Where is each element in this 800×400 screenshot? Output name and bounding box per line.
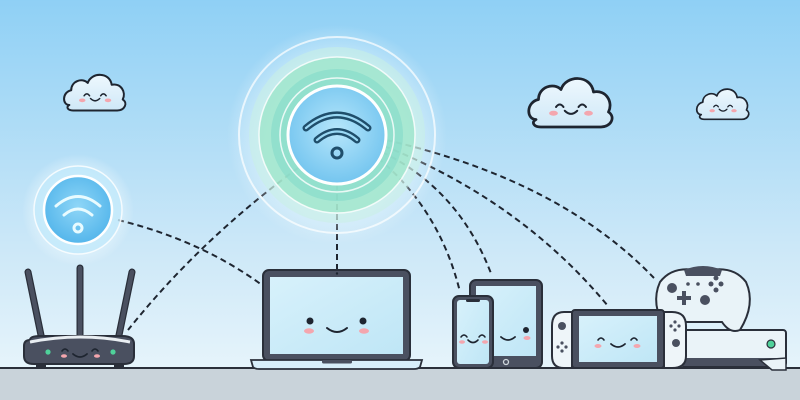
- wifi-icon: [54, 195, 102, 234]
- handheld-console: [551, 309, 687, 369]
- game-console: [679, 329, 787, 371]
- main-hotspot: [227, 25, 447, 245]
- floor: [0, 368, 800, 400]
- router-icon: [23, 264, 136, 368]
- phone: [452, 295, 494, 369]
- link-main-to-handheld: [383, 145, 609, 307]
- link-main-to-phone: [377, 157, 461, 293]
- router-hotspot: [22, 154, 134, 266]
- game-console-icon: [679, 329, 787, 371]
- handheld-console-icon: [551, 309, 687, 369]
- laptop: [249, 269, 424, 370]
- link-router-to-laptop: [117, 219, 263, 286]
- wifi-icon: [302, 111, 372, 160]
- laptop-icon: [249, 269, 424, 370]
- phone-icon: [452, 295, 494, 369]
- router: [23, 264, 136, 368]
